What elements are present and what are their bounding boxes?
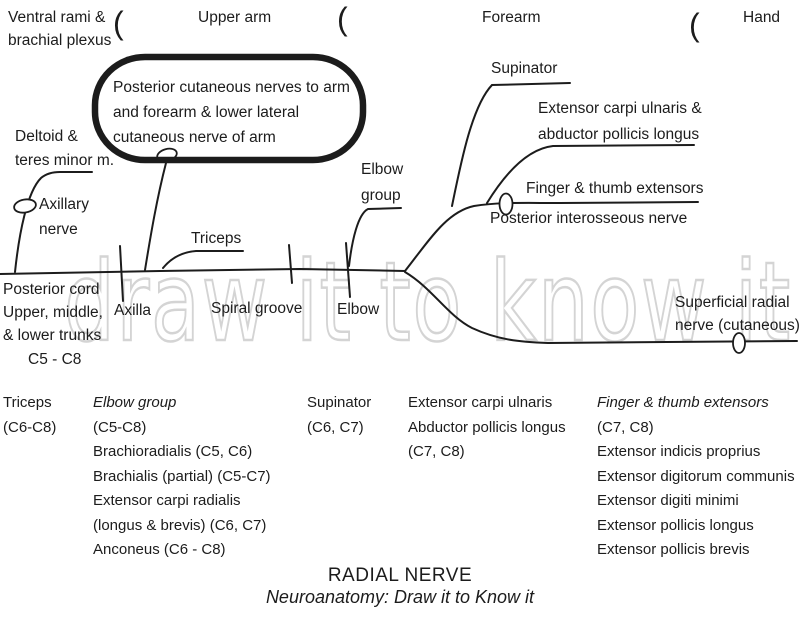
supinator-branch-label: Supinator bbox=[491, 60, 558, 77]
radial-nerve-trunk-line bbox=[0, 267, 406, 275]
muscle-list-elbow-group: Elbow group (C5-C8) Brachioradialis (C5,… bbox=[93, 391, 271, 563]
muscle-list-header: Supinator bbox=[307, 394, 372, 411]
muscle-list-header: Extensor carpi ulnaris bbox=[408, 394, 553, 411]
triceps-branch-line bbox=[162, 250, 244, 269]
posterior-interosseous-line bbox=[404, 201, 699, 272]
circled-note-outline bbox=[91, 53, 367, 164]
muscle-list-supinator: Supinator (C6, C7) bbox=[307, 391, 371, 440]
ecu-apl-branch-label: Extensor carpi ulnaris & abductor pollic… bbox=[538, 100, 702, 143]
region-label-hand: Hand bbox=[743, 9, 781, 26]
origin-roots-label: C5 - C8 bbox=[28, 351, 82, 368]
muscle-list-body: (C5-C8) Brachioradialis (C5, C6) Brachia… bbox=[93, 418, 271, 559]
posterior-interosseous-lesion-oval bbox=[498, 192, 514, 216]
muscle-list-finger-thumb-extensors: Finger & thumb extensors (C7, C8) Extens… bbox=[597, 391, 795, 563]
posterior-interosseous-nerve-label: Posterior interosseous nerve bbox=[490, 210, 688, 227]
posterior-cutaneous-note: Posterior cutaneous nerves to arm and fo… bbox=[113, 79, 350, 146]
superficial-radial-lesion-oval bbox=[732, 332, 746, 354]
muscle-list-body: Abductor pollicis longus (C7, C8) bbox=[408, 418, 566, 461]
muscle-list-header: Triceps bbox=[3, 394, 52, 411]
superficial-radial-nerve-label: Superficial radial nerve (cutaneous) bbox=[675, 294, 800, 334]
region-separator: ( bbox=[337, 1, 348, 37]
diagram-title: RADIAL NERVE bbox=[327, 565, 473, 586]
spiral-groove-tick bbox=[288, 244, 293, 284]
posterior-cord-origin-label: Posterior cord Upper, middle, & lower tr… bbox=[3, 281, 103, 344]
elbow-group-branch-line bbox=[348, 207, 402, 267]
muscle-list-body: (C6, C7) bbox=[307, 418, 364, 436]
diagram-subtitle: Neuroanatomy: Draw it to Know it bbox=[265, 587, 535, 607]
region-separator: ( bbox=[113, 5, 124, 41]
region-label-ventral-rami: Ventral rami & brachial plexus bbox=[8, 9, 112, 49]
muscle-list-triceps: Triceps (C6-C8) bbox=[3, 391, 56, 440]
axilla-tick bbox=[119, 245, 124, 302]
region-separator: ( bbox=[689, 7, 700, 43]
axillary-lesion-oval bbox=[13, 198, 37, 214]
watermark-text: draw it to know it bbox=[63, 238, 792, 366]
supinator-branch-line bbox=[451, 82, 571, 207]
region-label-upper-arm: Upper arm bbox=[198, 9, 272, 26]
ecu-apl-branch-line bbox=[486, 144, 695, 204]
elbow-tick bbox=[345, 242, 351, 298]
superficial-radial-line bbox=[404, 271, 798, 345]
deltoid-teres-minor-label: Deltoid & teres minor m. bbox=[15, 128, 115, 169]
axilla-landmark-label: Axilla bbox=[114, 302, 152, 319]
spiral-groove-landmark-label: Spiral groove bbox=[211, 300, 303, 317]
muscle-list-header: Elbow group bbox=[93, 394, 177, 411]
region-label-forearm: Forearm bbox=[482, 9, 541, 26]
cutaneous-branch-line bbox=[144, 162, 167, 271]
muscle-list-ecu-apl: Extensor carpi ulnaris Abductor pollicis… bbox=[408, 391, 566, 465]
axillary-nerve-branch-line bbox=[14, 171, 93, 273]
muscle-list-header: Finger & thumb extensors bbox=[597, 394, 769, 411]
triceps-branch-label: Triceps bbox=[191, 230, 242, 247]
finger-thumb-extensors-label: Finger & thumb extensors bbox=[526, 180, 704, 197]
muscle-list-body: (C7, C8) Extensor indicis proprius Exten… bbox=[597, 418, 795, 559]
muscle-list-body: (C6-C8) bbox=[3, 418, 57, 436]
elbow-landmark-label: Elbow bbox=[337, 301, 380, 318]
elbow-group-branch-label: Elbow group bbox=[361, 161, 404, 204]
axillary-nerve-label: Axillary nerve bbox=[39, 196, 89, 238]
